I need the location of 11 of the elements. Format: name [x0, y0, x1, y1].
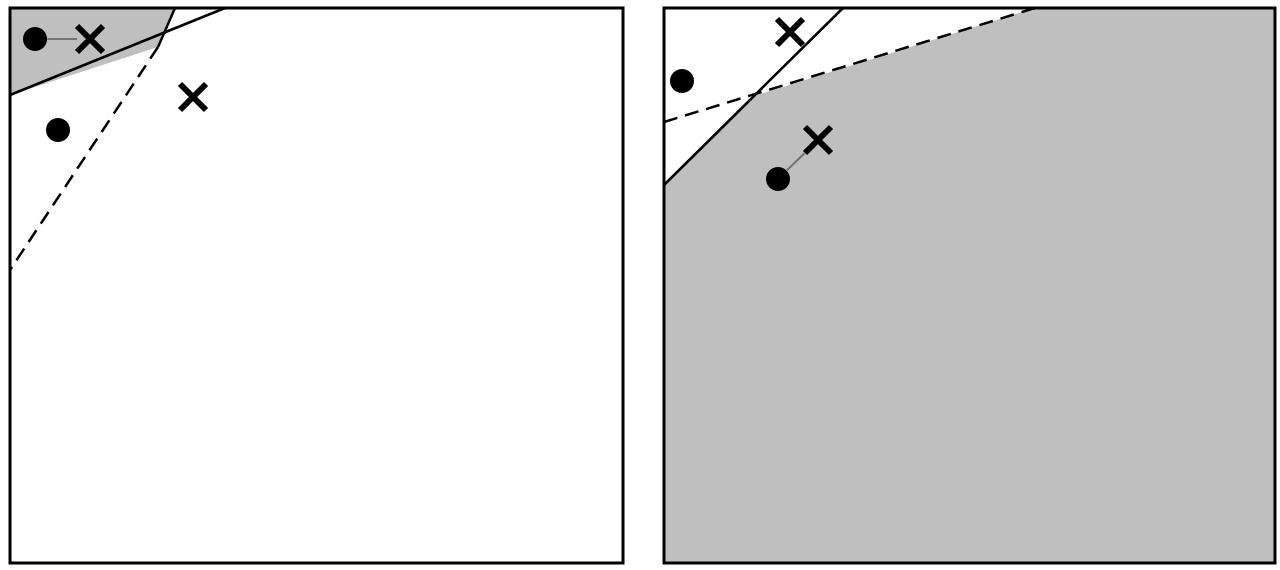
dot — [46, 118, 70, 142]
connector-line — [46, 38, 78, 40]
panel-frame — [8, 6, 625, 565]
cross-mark — [802, 124, 834, 156]
cross-mark — [74, 23, 106, 55]
dot — [23, 27, 47, 51]
dot — [670, 69, 694, 93]
dot — [766, 167, 790, 191]
cross-mark — [774, 16, 806, 48]
connector-line — [785, 151, 806, 172]
cross-mark — [177, 81, 209, 113]
